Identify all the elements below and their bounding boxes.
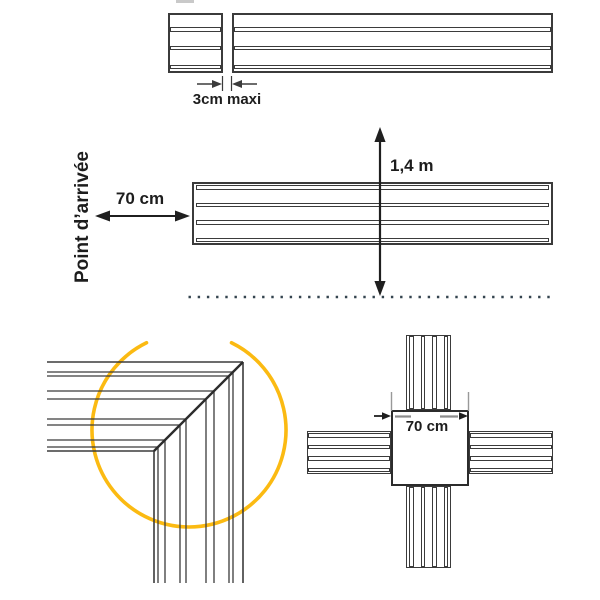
strip-rib xyxy=(432,336,437,409)
strip-rib xyxy=(170,64,221,69)
strip-rib xyxy=(470,444,552,449)
strip-rib xyxy=(409,336,414,409)
arrowhead-up-icon xyxy=(374,127,386,142)
crossing-band-right xyxy=(469,431,553,474)
height-label: 1,4 m xyxy=(390,156,434,175)
strip-rib xyxy=(432,487,437,567)
strip-rib xyxy=(409,487,414,567)
strip-rib xyxy=(470,467,552,472)
highlight-circle xyxy=(90,341,288,529)
crossing-band-top xyxy=(406,335,451,410)
strip-rib xyxy=(196,185,549,190)
strip-rib xyxy=(443,487,448,567)
strip-rib xyxy=(470,456,552,461)
strip-rib xyxy=(308,433,390,438)
crossing-band-left xyxy=(307,431,391,474)
strip-rib xyxy=(170,27,221,32)
crossing-clear-square xyxy=(391,410,469,486)
strip-rib xyxy=(196,220,549,225)
gap-label: 3cm maxi xyxy=(192,91,262,108)
corner-junction-drawing xyxy=(47,341,288,583)
tactile-strip-top-short xyxy=(168,13,223,73)
width-dimension-arrow xyxy=(95,210,190,222)
arrowhead-down-icon xyxy=(374,281,386,296)
crossing-band-bottom xyxy=(406,486,451,568)
arrowhead-right-icon xyxy=(382,412,391,420)
strip-rib xyxy=(196,237,549,242)
arrowhead-right-icon xyxy=(212,80,222,88)
strip-rib xyxy=(234,45,551,51)
strip-rib xyxy=(234,27,551,32)
strip-rib xyxy=(443,336,448,409)
strip-rib xyxy=(308,467,390,472)
crossing-size-label: 70 cm xyxy=(405,418,449,435)
strip-rib xyxy=(308,444,390,449)
tactile-strip-main xyxy=(192,182,553,245)
miter-joint-line xyxy=(153,361,244,452)
distance-label: 70 cm xyxy=(115,189,165,208)
strip-rib xyxy=(234,64,551,69)
arrowhead-left-icon xyxy=(232,80,242,88)
strip-rib xyxy=(420,336,425,409)
arrowhead-right-icon xyxy=(175,210,190,222)
strip-rib xyxy=(170,45,221,51)
arrowhead-left-icon xyxy=(95,210,110,222)
strip-rib xyxy=(470,433,552,438)
guide-lines xyxy=(47,361,244,583)
tactile-strip-top-long xyxy=(232,13,553,73)
arrival-point-label: Point d’arrivée xyxy=(72,151,93,283)
strip-rib xyxy=(196,202,549,207)
strip-rib xyxy=(308,456,390,461)
page-edge-artifact xyxy=(176,0,194,3)
strip-rib xyxy=(420,487,425,567)
gap-dimension xyxy=(197,76,257,91)
